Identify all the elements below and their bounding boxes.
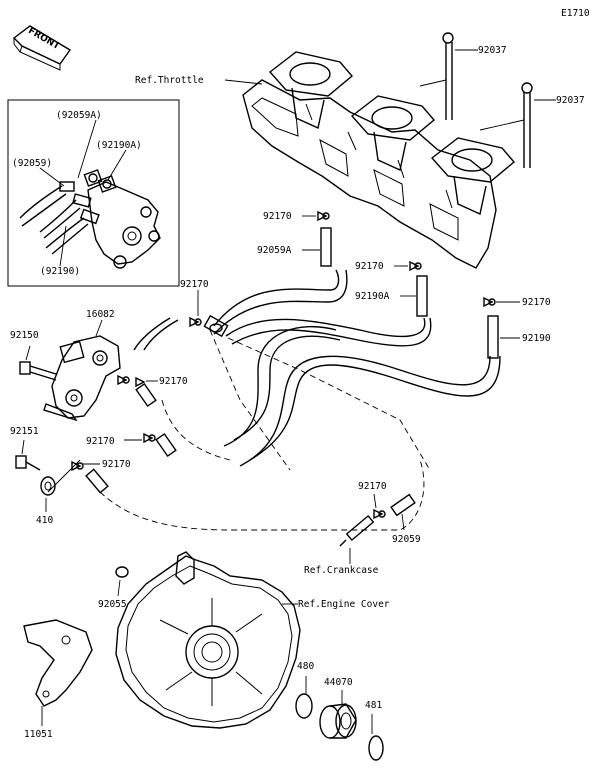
label-92037-bottom: 92037 — [556, 95, 585, 106]
clamp-92170-b — [394, 260, 422, 272]
label-ref-throttle: Ref.Throttle — [135, 75, 204, 86]
washer-410 — [40, 476, 56, 512]
engine-cover — [115, 551, 301, 729]
diagram-code: E1710 — [561, 8, 590, 19]
label-11051: 11051 — [24, 729, 53, 740]
label-92170-a: 92170 — [263, 211, 292, 222]
inset-frame — [7, 99, 180, 287]
label-92170-h: 92170 — [358, 481, 387, 492]
bolt-92150 — [19, 345, 57, 381]
label-16082: 16082 — [86, 309, 115, 320]
tube-92190A — [400, 275, 428, 317]
clamp-92170-a — [302, 210, 330, 222]
label-92170-c: 92170 — [522, 297, 551, 308]
label-92190: 92190 — [522, 333, 551, 344]
bolt-92151 — [15, 439, 41, 471]
label-480: 480 — [297, 661, 315, 672]
tube-92059 — [390, 493, 416, 531]
label-92151: 92151 — [10, 426, 39, 437]
label-ref-engine-cover: Ref.Engine Cover — [298, 599, 390, 610]
circlip-481 — [368, 714, 384, 761]
inset-label-92190A: (92190A) — [96, 140, 142, 151]
dashed-leader-3 — [99, 459, 425, 531]
front-direction-badge: FRONT — [12, 25, 72, 71]
label-ref-crankcase: Ref.Crankcase — [304, 565, 379, 576]
dashed-leader-1 — [209, 329, 291, 471]
throttle-body-manifold — [242, 51, 515, 269]
label-92170-e: 92170 — [159, 376, 188, 387]
label-92059: 92059 — [392, 534, 421, 545]
clamp-92170-f — [124, 432, 156, 444]
label-92170-g: 92170 — [102, 459, 131, 470]
oil-pump-16082 — [43, 319, 121, 422]
label-92170-d: 92170 — [180, 279, 209, 290]
tube-92190 — [487, 315, 520, 359]
label-92190A: 92190A — [355, 291, 390, 302]
crankcase-fitting — [339, 514, 375, 564]
fitting-middle-top — [203, 314, 229, 338]
rod-92037-top — [442, 32, 478, 120]
breather-hoses — [133, 269, 501, 467]
inset-label-92059: (92059) — [12, 158, 53, 169]
clamp-92170-c — [483, 296, 520, 308]
ref-throttle-leader — [224, 79, 263, 85]
o-ring-92055 — [115, 566, 129, 597]
tube-92059A — [302, 227, 332, 267]
label-92059A: 92059A — [257, 245, 292, 256]
clamp-92170-g — [47, 459, 100, 493]
inset-valve-drawing — [19, 119, 161, 269]
dashed-leader-2 — [161, 399, 231, 461]
label-92170-f: 92170 — [86, 436, 115, 447]
label-92150: 92150 — [10, 330, 39, 341]
label-92170-b: 92170 — [355, 261, 384, 272]
bearing-44070 — [319, 690, 357, 739]
front-badge-text: FRONT — [26, 26, 62, 52]
bracket-11051 — [23, 619, 93, 726]
rod-92037-bottom — [521, 82, 556, 168]
clamp-92170-h — [373, 493, 386, 520]
label-410: 410 — [36, 515, 54, 526]
label-481: 481 — [365, 700, 383, 711]
label-44070: 44070 — [324, 677, 353, 688]
inset-label-92190: (92190) — [40, 266, 81, 277]
clamp-92170-d — [189, 290, 202, 328]
tubes-left-short — [85, 382, 177, 494]
label-92037-top: 92037 — [478, 45, 507, 56]
inset-label-92059A: (92059A) — [56, 110, 102, 121]
dashed-leader-4 — [227, 337, 431, 471]
circlip-480 — [295, 676, 313, 719]
clamp-92170-e — [117, 374, 158, 388]
label-92055: 92055 — [98, 599, 127, 610]
